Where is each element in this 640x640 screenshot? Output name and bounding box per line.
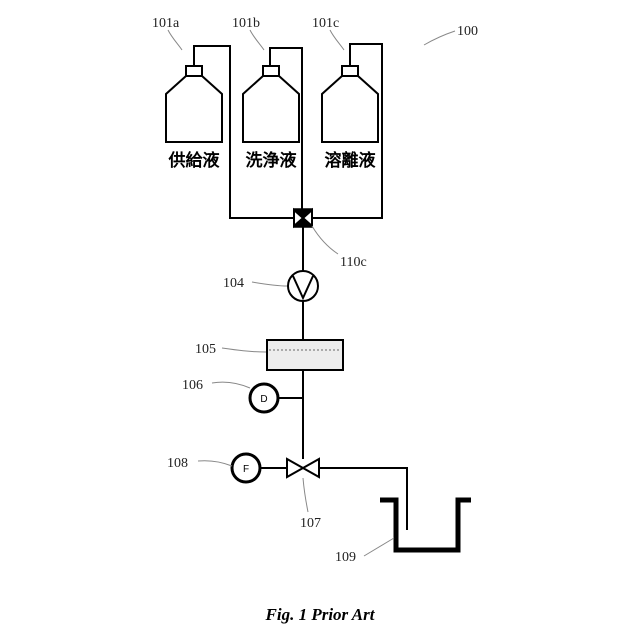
- column-body: [267, 340, 343, 370]
- valve-107-right: [303, 459, 319, 477]
- pump-104: [288, 271, 318, 301]
- container-109: [380, 500, 471, 550]
- flow-sensor-leader: [198, 461, 232, 466]
- system-ref-label: 100: [457, 24, 478, 39]
- bottle-101a-body: [166, 76, 222, 142]
- bottle-101a: 101a 供給液: [152, 16, 222, 171]
- figure-caption: Fig. 1 Prior Art: [265, 605, 376, 624]
- valve-107: [287, 459, 319, 477]
- bottle-101b-leader: [250, 30, 264, 50]
- flow-sensor-108: F: [232, 454, 260, 482]
- bottle-101c-cap: [342, 66, 358, 76]
- valve-107-ref: 107: [300, 516, 321, 531]
- pressure-sensor-leader: [212, 382, 250, 388]
- bottle-101b: 101b 洗浄液: [232, 16, 299, 171]
- bottle-101b-ref: 101b: [232, 16, 260, 31]
- valve-107-leader: [303, 478, 308, 512]
- container-ref: 109: [335, 550, 356, 565]
- selector-valve-ref: 110c: [340, 255, 367, 270]
- bottle-101c-body: [322, 76, 378, 142]
- bottle-101c-leader: [330, 30, 344, 50]
- pump-leader: [252, 282, 287, 286]
- pressure-sensor-106: D: [250, 384, 278, 412]
- bottle-101c-ref: 101c: [312, 16, 339, 31]
- bottle-101c-name: 溶離液: [325, 150, 376, 171]
- bottle-101b-cap: [263, 66, 279, 76]
- pump-ref: 104: [223, 276, 244, 291]
- bottle-101a-leader: [168, 30, 182, 50]
- flow-sensor-ref: 108: [167, 456, 188, 471]
- system-leader: [424, 31, 455, 45]
- column-105: [267, 340, 343, 370]
- pressure-sensor-symbol: D: [260, 394, 267, 405]
- valve-107-left: [287, 459, 303, 477]
- bottle-101b-body: [243, 76, 299, 142]
- bottle-101c: 101c 溶離液: [312, 16, 378, 171]
- pressure-sensor-ref: 106: [182, 378, 203, 393]
- container-leader: [364, 538, 394, 556]
- bottle-101a-ref: 101a: [152, 16, 180, 31]
- bottle-101b-name: 洗浄液: [246, 150, 297, 171]
- column-ref: 105: [195, 342, 216, 357]
- bottle-101a-cap: [186, 66, 202, 76]
- selector-valve-110c: [294, 209, 312, 227]
- column-leader: [222, 348, 266, 352]
- flow-sensor-symbol: F: [243, 464, 249, 475]
- selector-valve-leader: [312, 226, 338, 254]
- bottle-101a-name: 供給液: [168, 150, 220, 171]
